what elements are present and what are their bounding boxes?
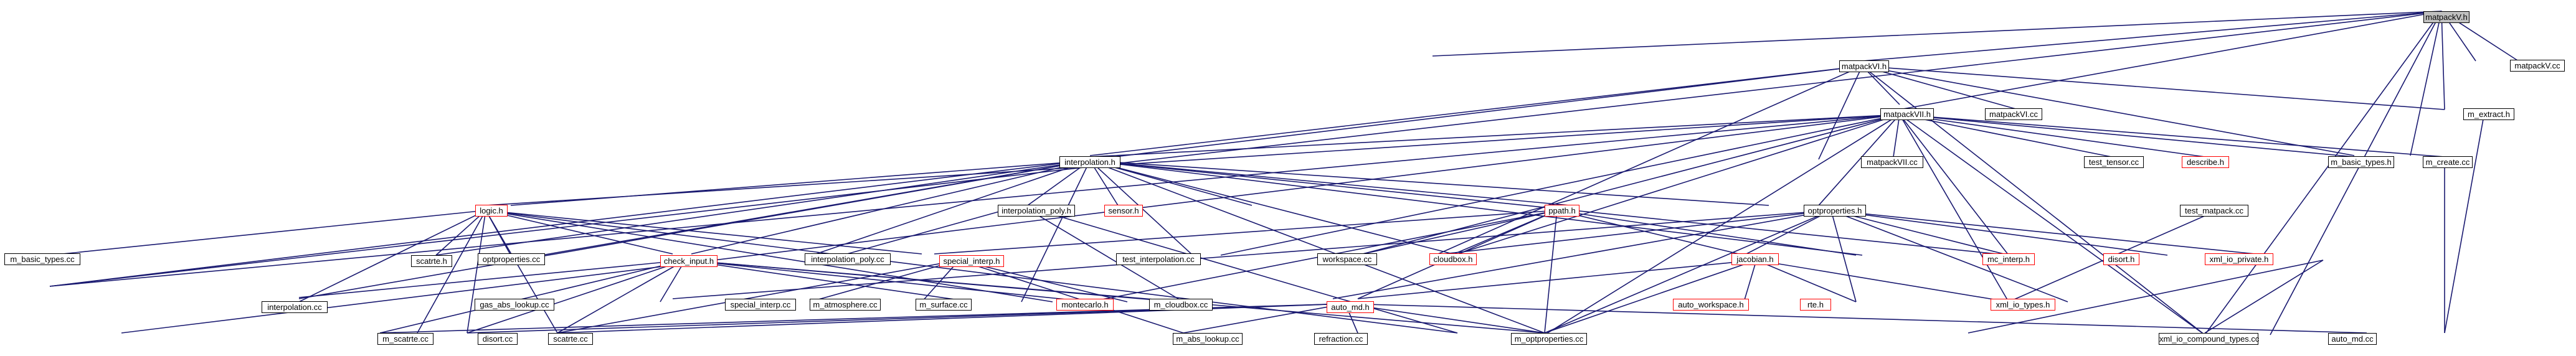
node-auto-md-cc[interactable]: auto_md.cc xyxy=(2328,333,2377,345)
node-interpolation-cc[interactable]: interpolation.cc xyxy=(262,301,328,313)
node-xml-io-private-h[interactable]: xml_io_private.h xyxy=(2205,253,2273,265)
node-matpackVI-h[interactable]: matpackVI.h xyxy=(1839,60,1889,72)
node-sensor-h[interactable]: sensor.h xyxy=(1104,205,1143,217)
node-workspace-cc[interactable]: workspace.cc xyxy=(1317,253,1377,265)
node-scatrte-cc[interactable]: scatrte.cc xyxy=(548,333,593,345)
node-m-cloudbox-cc[interactable]: m_cloudbox.cc xyxy=(1149,299,1213,311)
node-gas-abs-lookup-cc[interactable]: gas_abs_lookup.cc xyxy=(475,299,554,311)
node-m-atmosphere-cc[interactable]: m_atmosphere.cc xyxy=(810,299,881,311)
node-interpolation-poly-h[interactable]: interpolation_poly.h xyxy=(998,205,1075,217)
node-interpolation-h[interactable]: interpolation.h xyxy=(1059,156,1120,168)
node-m-scatrte-cc[interactable]: m_scatrte.cc xyxy=(377,333,433,345)
node-m-basic-types-cc[interactable]: m_basic_types.cc xyxy=(4,253,80,265)
node-special-interp-cc[interactable]: special_interp.cc xyxy=(725,299,796,311)
node-auto-workspace-h[interactable]: auto_workspace.h xyxy=(1673,299,1749,311)
node-optproperties-cc[interactable]: optproperties.cc xyxy=(478,253,545,265)
node-m-create-cc[interactable]: m_create.cc xyxy=(2423,156,2473,168)
node-mc-interp-h[interactable]: mc_interp.h xyxy=(1982,253,2035,265)
node-matpackVII-h[interactable]: matpackVII.h xyxy=(1880,108,1934,120)
node-matpackVI-cc[interactable]: matpackVI.cc xyxy=(1985,108,2042,120)
node-m-surface-cc[interactable]: m_surface.cc xyxy=(916,299,972,311)
node-interpolation-poly-cc[interactable]: interpolation_poly.cc xyxy=(805,253,891,265)
node-scatrte-h[interactable]: scatrte.h xyxy=(411,255,452,267)
node-auto-md-h[interactable]: auto_md.h xyxy=(1327,301,1374,313)
node-disort-cc[interactable]: disort.cc xyxy=(478,333,518,345)
node-disort-h[interactable]: disort.h xyxy=(2103,253,2139,265)
node-rte-h[interactable]: rte.h xyxy=(1800,299,1831,311)
node-xml-io-compound-types-cc[interactable]: xml_io_compound_types.cc xyxy=(2159,333,2260,345)
node-check-input-h[interactable]: check_input.h xyxy=(660,255,717,267)
node-test-interpolation-cc[interactable]: test_interpolation.cc xyxy=(1116,253,1201,265)
node-jacobian-h[interactable]: jacobian.h xyxy=(1731,253,1779,265)
node-cloudbox-h[interactable]: cloudbox.h xyxy=(1429,253,1477,265)
node-m-extract-h[interactable]: m_extract.h xyxy=(2463,108,2514,120)
node-test-matpack-cc[interactable]: test_matpack.cc xyxy=(2180,205,2248,217)
node-refraction-cc[interactable]: refraction.cc xyxy=(1314,333,1368,345)
node-ppath-h[interactable]: ppath.h xyxy=(1545,205,1579,217)
node-test-tensor-cc[interactable]: test_tensor.cc xyxy=(2084,156,2144,168)
node-logic-h[interactable]: logic.h xyxy=(475,205,508,217)
node-optproperties-h[interactable]: optproperties.h xyxy=(1804,205,1866,217)
node-matpackV-h: matpackV.h xyxy=(2423,11,2469,23)
node-m-abs-lookup-cc[interactable]: m_abs_lookup.cc xyxy=(1173,333,1243,345)
node-xml-io-types-h[interactable]: xml_io_types.h xyxy=(1991,299,2055,311)
node-montecarlo-h[interactable]: montecarlo.h xyxy=(1056,299,1114,311)
node-special-interp-h[interactable]: special_interp.h xyxy=(939,255,1004,267)
node-m-optproperties-cc[interactable]: m_optproperties.cc xyxy=(1511,333,1587,345)
node-m-basic-types-h[interactable]: m_basic_types.h xyxy=(2328,156,2394,168)
node-matpackV-cc[interactable]: matpackV.cc xyxy=(2510,60,2565,72)
node-matpackVII-cc[interactable]: matpackVII.cc xyxy=(1861,156,1923,168)
node-describe-h[interactable]: describe.h xyxy=(2182,156,2229,168)
